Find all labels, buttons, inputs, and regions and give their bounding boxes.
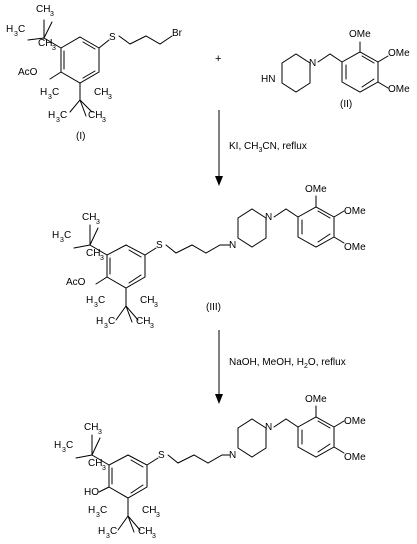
- ome-label-1: OMe: [305, 184, 327, 195]
- tert-butyl-h3c-c-6: C: [108, 316, 115, 327]
- ome-label-1: OMe: [349, 29, 371, 40]
- tert-butyl-ch3-label-12: CH: [138, 526, 152, 537]
- tert-butyl-h3c-label-7: H: [54, 440, 61, 451]
- ome-label-2: OMe: [388, 48, 410, 59]
- tert-butyl-ch3-sub-8: 3: [150, 323, 154, 330]
- sulfur-label: S: [109, 32, 116, 43]
- tert-butyl-ch3-sub-4: 3: [102, 117, 106, 124]
- piperazine-nh-label: HN: [261, 74, 275, 85]
- tert-butyl-ch3-sub-11: 3: [156, 512, 160, 519]
- reaction-arrow-2: [215, 330, 223, 404]
- tert-butyl-h3c-label-2: H: [40, 87, 47, 98]
- sulfur-label: S: [156, 240, 163, 251]
- tert-butyl-h3c-c: C: [18, 24, 25, 35]
- product-bonds: [75, 405, 345, 533]
- tert-butyl-ch3-label-5: CH: [82, 212, 96, 223]
- tert-butyl-ch3-label-7: CH: [140, 295, 154, 306]
- tert-butyl-h3c-label-8: H: [88, 505, 95, 516]
- step-1-conditions: KI, CH3CN, reflux: [229, 141, 307, 154]
- step-2-conditions: NaOH, MeOH, H2O, reflux: [229, 357, 346, 370]
- piperazine-n-label-2: N: [265, 212, 272, 223]
- compound-2-bonds: [281, 41, 389, 93]
- reaction-arrow-1: [215, 110, 223, 186]
- tert-butyl-ch3-label-1: CH: [36, 4, 50, 15]
- ome-label-3: OMe: [344, 452, 366, 463]
- tert-butyl-h3c-sub-6: 3: [104, 323, 108, 330]
- acetoxy-label: AcO: [66, 277, 86, 288]
- bromo-label: Br: [172, 28, 183, 39]
- ome-label-1: OMe: [305, 394, 327, 405]
- product: H 3 C CH 3 CH 3 HO H 3 C CH 3 H 3 C CH 3…: [54, 394, 366, 540]
- hydroxy-label: HO: [84, 487, 99, 498]
- tert-butyl-ch3-sub-10: 3: [102, 465, 106, 472]
- plus-sign: +: [215, 53, 221, 65]
- tert-butyl-h3c-c-4: C: [64, 230, 71, 241]
- compound-1-bonds: [27, 19, 173, 117]
- piperazine-n-label: N: [309, 58, 316, 69]
- tert-butyl-h3c-label-3: H: [48, 110, 55, 121]
- tert-butyl-ch3-label-3: CH: [94, 87, 108, 98]
- tert-butyl-ch3-label-10: CH: [88, 458, 102, 469]
- tert-butyl-h3c-c-7: C: [66, 440, 73, 451]
- tert-butyl-h3c-sub-7: 3: [62, 447, 66, 454]
- piperazine-n-label-2: N: [265, 422, 272, 433]
- tert-butyl-h3c-label-9: H: [98, 526, 105, 537]
- tert-butyl-h3c-sub-4: 3: [60, 237, 64, 244]
- tert-butyl-h3c-c-8: C: [100, 505, 107, 516]
- tert-butyl-h3c-c-5: C: [98, 295, 105, 306]
- compound-3-label: (III): [206, 302, 221, 313]
- tert-butyl-h3c-sub: 3: [14, 31, 18, 38]
- tert-butyl-h3c-label: H: [6, 24, 13, 35]
- tert-butyl-h3c-label-4: H: [52, 230, 59, 241]
- piperazine-n-label-1: N: [229, 240, 236, 251]
- ome-label-2: OMe: [344, 206, 366, 217]
- tert-butyl-ch3-sub-6: 3: [100, 255, 104, 262]
- compound-2: HN N OMe OMe OMe (II): [261, 29, 410, 110]
- tert-butyl-ch3-sub-7: 3: [154, 302, 158, 309]
- tert-butyl-ch3-label-6: CH: [86, 248, 100, 259]
- tert-butyl-ch3-label-2: CH: [38, 38, 52, 49]
- tert-butyl-h3c-c-9: C: [110, 526, 117, 537]
- compound-1-label: (I): [76, 131, 85, 142]
- tert-butyl-ch3-sub-12: 3: [152, 533, 156, 540]
- acetoxy-label: AcO: [18, 67, 38, 78]
- ome-label-3: OMe: [344, 242, 366, 253]
- ome-label-3: OMe: [388, 84, 410, 95]
- piperazine-n-label-1: N: [229, 450, 236, 461]
- ome-label-2: OMe: [344, 416, 366, 427]
- tert-butyl-h3c-label-5: H: [86, 295, 93, 306]
- tert-butyl-ch3-label-9: CH: [84, 422, 98, 433]
- tert-butyl-h3c-sub-2: 3: [48, 94, 52, 101]
- tert-butyl-h3c-sub-5: 3: [94, 302, 98, 309]
- tert-butyl-h3c-sub-9: 3: [106, 533, 110, 540]
- tert-butyl-ch3-sub-9: 3: [98, 429, 102, 436]
- tert-butyl-ch3-sub-3: 3: [108, 94, 112, 101]
- compound-3-bonds: [73, 195, 345, 323]
- tert-butyl-ch3-sub-1: 3: [50, 11, 54, 18]
- compound-3: H 3 C CH 3 CH 3 AcO H 3 C CH 3 H 3 C CH …: [52, 184, 366, 330]
- tert-butyl-h3c-label-6: H: [96, 316, 103, 327]
- sulfur-label: S: [158, 450, 165, 461]
- tert-butyl-ch3-label-11: CH: [142, 505, 156, 516]
- tert-butyl-h3c-sub-3: 3: [56, 117, 60, 124]
- tert-butyl-ch3-label-8: CH: [136, 316, 150, 327]
- tert-butyl-ch3-sub-2: 3: [52, 45, 56, 52]
- tert-butyl-h3c-c-2: C: [52, 87, 59, 98]
- compound-2-label: (II): [340, 99, 352, 110]
- tert-butyl-h3c-sub-8: 3: [96, 512, 100, 519]
- compound-1: H 3 C CH 3 CH 3 AcO S Br H 3 C CH 3 H 3 …: [6, 4, 183, 142]
- tert-butyl-h3c-c-3: C: [60, 110, 67, 121]
- tert-butyl-ch3-sub-5: 3: [96, 219, 100, 226]
- tert-butyl-ch3-label-4: CH: [88, 110, 102, 121]
